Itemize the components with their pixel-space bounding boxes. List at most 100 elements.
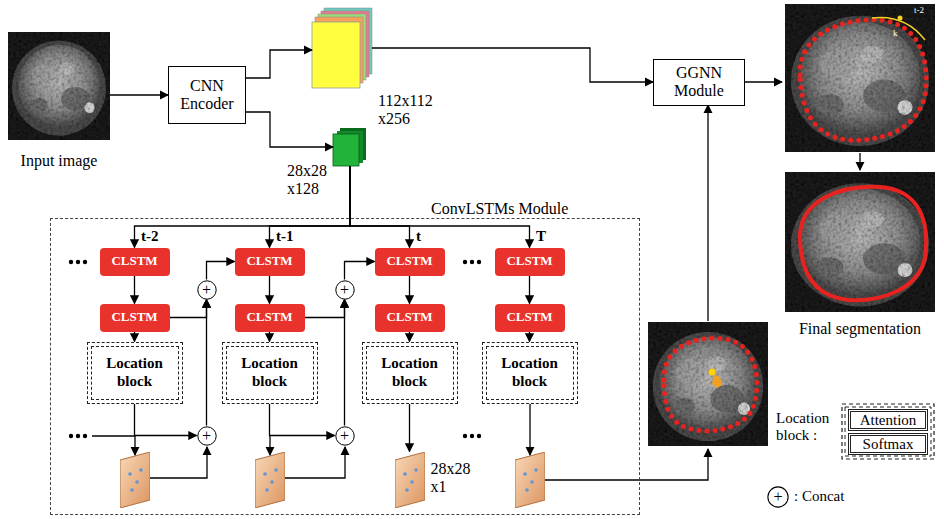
node-label: Location block (106, 355, 163, 390)
node-label: Location block (241, 355, 298, 390)
hand-pointer (712, 375, 722, 388)
caption: 28x28 x128 (287, 162, 327, 199)
ellipsis (69, 260, 87, 264)
node-label: CNN Encoder (180, 77, 233, 114)
node-label: CLSTM (386, 254, 432, 269)
concat-circle: + (197, 280, 217, 300)
process-box: GGNN Module (653, 59, 745, 106)
caption: Input image (21, 152, 98, 170)
connector (135, 404, 197, 436)
ellipsis (463, 260, 481, 264)
inner-border: Location block (91, 346, 179, 400)
inner-border: Location block (226, 346, 314, 400)
feature-layer (333, 134, 359, 166)
location-block: Location block (222, 342, 318, 404)
feature-map-shape (395, 452, 425, 508)
image-annotation: k (893, 28, 898, 38)
connector (206, 300, 207, 426)
legend-box: Attention (848, 409, 928, 431)
node-label: + (340, 282, 349, 298)
input-line (92, 435, 135, 436)
connector (246, 50, 312, 78)
connector (110, 94, 168, 95)
process-box: CNN Encoder (168, 66, 246, 124)
caption: Final segmentation (799, 320, 921, 338)
feature-map-stack: 28x28 x128 (333, 128, 366, 166)
node-label: + (340, 428, 349, 444)
flow-arrow (285, 447, 345, 478)
connector (134, 276, 135, 304)
legend-box: Softmax (848, 433, 928, 455)
node-label: + (202, 282, 211, 298)
connector (409, 404, 410, 452)
connector (170, 300, 207, 318)
caption: 112x112 x256 (378, 92, 433, 129)
connector (345, 262, 375, 280)
node-label: GGNN Module (674, 64, 724, 101)
feature-layer (312, 22, 360, 88)
location-block: Location block (482, 342, 578, 404)
flow-arrow (150, 447, 207, 478)
image-node: Input image (8, 32, 110, 140)
caption: ConvLSTMs Module (431, 200, 568, 218)
node-label: CLSTM (386, 310, 432, 325)
circle-outline (768, 487, 788, 507)
node-label: + (202, 428, 211, 444)
clstm-cell: CLSTM (100, 248, 170, 276)
connector (350, 166, 410, 248)
node-label: CLSTM (246, 310, 292, 325)
legend-outer-border (842, 404, 934, 459)
connector (409, 276, 410, 304)
clstm-cell: CLSTM (375, 248, 445, 276)
time-step-label: t-2 (141, 228, 159, 245)
concat-circle: + (767, 486, 789, 508)
circle-outline (197, 426, 215, 444)
legend-inner-border (845, 407, 931, 456)
concat-circle: + (197, 426, 217, 446)
output-map (120, 452, 150, 508)
neighbour-point (898, 16, 903, 21)
flow-arrow (269, 436, 270, 455)
connector (409, 332, 410, 342)
initial-contour (664, 338, 757, 431)
legend-label: : Concat (794, 488, 844, 505)
module-region: ConvLSTMs ModuleCLSTMCLSTMCLSTMCLSTM++CL… (50, 218, 640, 515)
caption: 28x28 x1 (431, 460, 471, 497)
node-label: Softmax (863, 437, 914, 452)
clstm-cell: CLSTM (495, 248, 565, 276)
node-label: CLSTM (246, 254, 292, 269)
flow-arrow (745, 81, 782, 82)
circle-outline (335, 280, 353, 298)
node-label: + (773, 489, 782, 505)
node-label: Location block (381, 355, 438, 390)
connector (529, 332, 530, 342)
clstm-cell: CLSTM (100, 304, 170, 332)
flow-arrow (529, 404, 530, 455)
concat-circle: + (335, 280, 355, 300)
inner-border: Location block (366, 346, 454, 400)
connector (269, 332, 270, 342)
connector (305, 300, 345, 318)
output-map (255, 452, 285, 508)
location-block: Location block (87, 342, 183, 404)
connector (207, 262, 235, 280)
circle-outline (197, 280, 215, 298)
flow-arrow (707, 105, 708, 321)
clstm-cell: CLSTM (375, 304, 445, 332)
node-label: CLSTM (506, 254, 552, 269)
node-label: CLSTM (506, 310, 552, 325)
inner-border: Location block (486, 346, 574, 400)
connector (269, 276, 270, 304)
circle-outline (335, 426, 353, 444)
mri-image (8, 32, 110, 140)
mri-image (785, 4, 935, 152)
node-label: Attention (860, 413, 917, 428)
image-node: Final segmentation (785, 172, 935, 312)
ellipsis (463, 434, 481, 438)
click-point (709, 369, 716, 376)
flow-arrow (134, 436, 135, 455)
concat-circle: + (335, 426, 355, 446)
connector (344, 300, 345, 426)
image-annotation: t-2 (914, 5, 924, 15)
